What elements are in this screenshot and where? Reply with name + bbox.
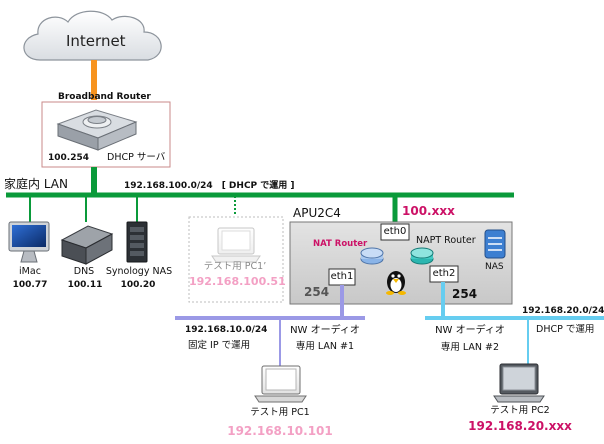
home-lan-subnet: 192.168.100.0/24 [ DHCP で運用 ] (124, 181, 295, 191)
test-pc1-prime-address: 192.168.100.51 (189, 275, 286, 288)
eth0-port-box (380, 223, 410, 241)
router-icon (56, 109, 138, 151)
nw1-title-2: 専用 LAN #1 (295, 341, 355, 352)
internet-cloud-icon (23, 10, 162, 61)
eth1-host-label: 254 (304, 285, 330, 299)
apu-wan-address: 100.xxx (402, 204, 455, 218)
home-lan-name: 家庭内 LAN (4, 177, 68, 191)
broadband-router-title: Broadband Router (58, 92, 151, 102)
dns-server-icon (60, 225, 114, 265)
pc1-name: テスト用 PC1 (250, 407, 310, 418)
nat-router-icon (360, 247, 384, 265)
pc2-name: テスト用 PC2 (490, 405, 550, 416)
test-pc1-laptop-icon (254, 365, 307, 403)
eth1-label: eth1 (330, 271, 354, 282)
pc1-address: 192.168.10.101 (227, 424, 333, 438)
dns-address: 100.11 (67, 280, 103, 290)
apu-title: APU2C4 (293, 206, 341, 220)
eth0-label: eth0 (383, 226, 407, 237)
nw2-mode: DHCP で運用 (536, 324, 595, 335)
apu-nas-icon (484, 229, 506, 259)
nw1-subnet: 192.168.10.0/24 (185, 325, 268, 335)
nw1-title-1: NW オーディオ (290, 325, 360, 336)
imac-address: 100.77 (12, 280, 48, 290)
napt-router-icon (410, 247, 434, 265)
nas-address: 100.20 (120, 280, 156, 290)
broadband-router-address: 100.254 (48, 153, 89, 163)
napt-router-label: NAPT Router (416, 235, 476, 246)
apu-nas-label: NAS (485, 262, 504, 272)
imac-icon (8, 221, 50, 263)
nw2-title-1: NW オーディオ (435, 325, 505, 336)
eth2-host-label: 254 (452, 287, 478, 301)
laptop-faded-icon (211, 227, 261, 263)
synology-nas-icon (126, 221, 148, 263)
internet-label: Internet (66, 32, 126, 50)
nat-router-label: NAT Router (313, 239, 368, 249)
eth2-label: eth2 (432, 268, 456, 279)
broadband-router-dhcp: DHCP サーバ (107, 152, 166, 163)
imac-name: iMac (19, 266, 41, 277)
test-pc1-prime-name: テスト用 PC1’ (203, 261, 267, 272)
dns-name: DNS (73, 266, 95, 277)
test-pc2-laptop-icon (493, 363, 545, 403)
pc2-address: 192.168.20.xxx (468, 419, 572, 433)
nw2-title-2: 専用 LAN #2 (440, 342, 500, 353)
nw2-subnet: 192.168.20.0/24 (522, 306, 604, 316)
linux-penguin-icon (386, 271, 406, 295)
nw1-mode: 固定 IP で運用 (188, 340, 251, 351)
nas-name: Synology NAS (105, 266, 173, 277)
